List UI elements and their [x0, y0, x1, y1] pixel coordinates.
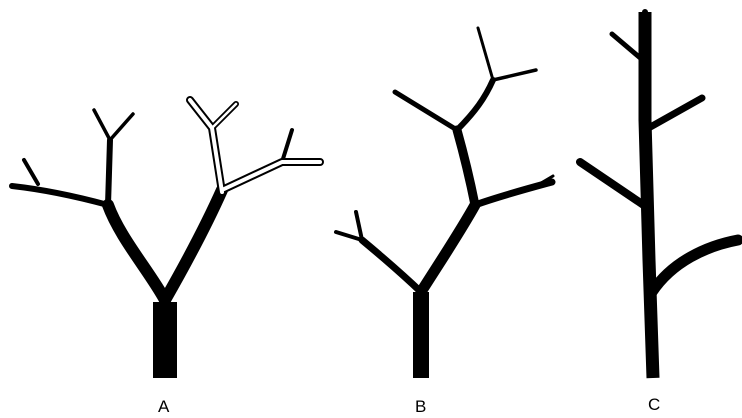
tree-a-highlighted-branches	[190, 100, 320, 192]
tree-a-left-limb	[108, 205, 165, 300]
tree-b-left-limb	[362, 240, 421, 292]
tree-c	[580, 12, 738, 378]
tree-a-right-limb	[165, 190, 222, 300]
label-b: B	[415, 397, 426, 416]
label-c: C	[648, 395, 660, 414]
tree-a	[12, 100, 320, 378]
tree-b	[336, 28, 553, 378]
label-a: A	[158, 397, 170, 416]
tree-c-main-axis	[645, 12, 653, 378]
tree-b-main-limb	[421, 205, 475, 292]
